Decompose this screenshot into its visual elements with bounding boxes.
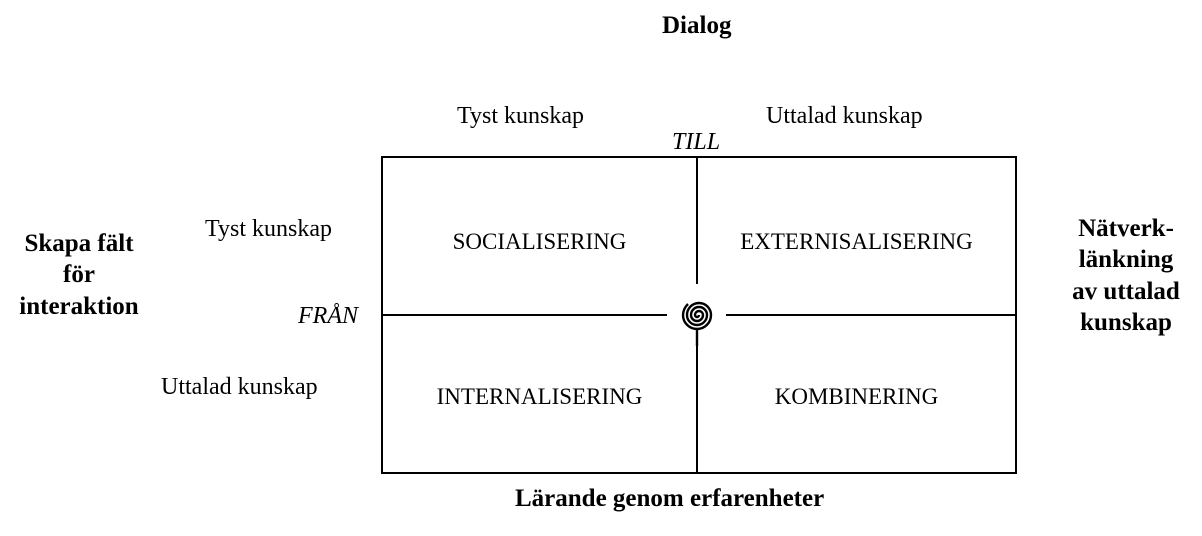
bottom-title: Lärande genom erfarenheter	[515, 485, 825, 512]
quadrant-externalization: EXTERNISALISERING	[740, 229, 973, 254]
quadrant-combination: KOMBINERING	[774, 384, 939, 409]
matrix-vertical-divider-top	[696, 156, 698, 284]
matrix-bottom-border	[381, 472, 1017, 474]
spiral-icon	[681, 301, 713, 346]
left-title: Skapa fält för interaktion	[4, 228, 154, 322]
left-title-line: Skapa fält	[24, 230, 134, 257]
matrix-right-border	[1015, 156, 1017, 474]
top-title: Dialog	[662, 12, 732, 39]
quadrant-internalization: INTERNALISERING	[436, 384, 643, 409]
left-title-line: interaktion	[19, 292, 139, 320]
matrix-top-border	[381, 156, 1017, 158]
right-title-line: av uttalad	[1072, 277, 1180, 305]
row-header-explicit: Uttalad kunskap	[161, 374, 318, 400]
column-header-explicit: Uttalad kunskap	[766, 103, 923, 129]
right-title-line: kunskap	[1080, 308, 1172, 336]
quadrant-socialization: SOCIALISERING	[452, 229, 627, 254]
matrix-horizontal-divider-left	[381, 314, 667, 316]
matrix-vertical-divider-bottom	[696, 345, 698, 473]
matrix-horizontal-divider-right	[726, 314, 1016, 316]
right-title-line: länkning	[1078, 246, 1174, 274]
left-title-line: för	[63, 261, 95, 289]
row-header-tacit: Tyst kunskap	[205, 216, 332, 242]
right-title-line: Nätverk-	[1078, 215, 1174, 242]
to-label: TILL	[672, 129, 721, 155]
column-header-tacit: Tyst kunskap	[457, 103, 584, 129]
from-label: FRÅN	[298, 303, 358, 329]
right-title: Nätverk- länkning av uttalad kunskap	[1050, 213, 1202, 338]
